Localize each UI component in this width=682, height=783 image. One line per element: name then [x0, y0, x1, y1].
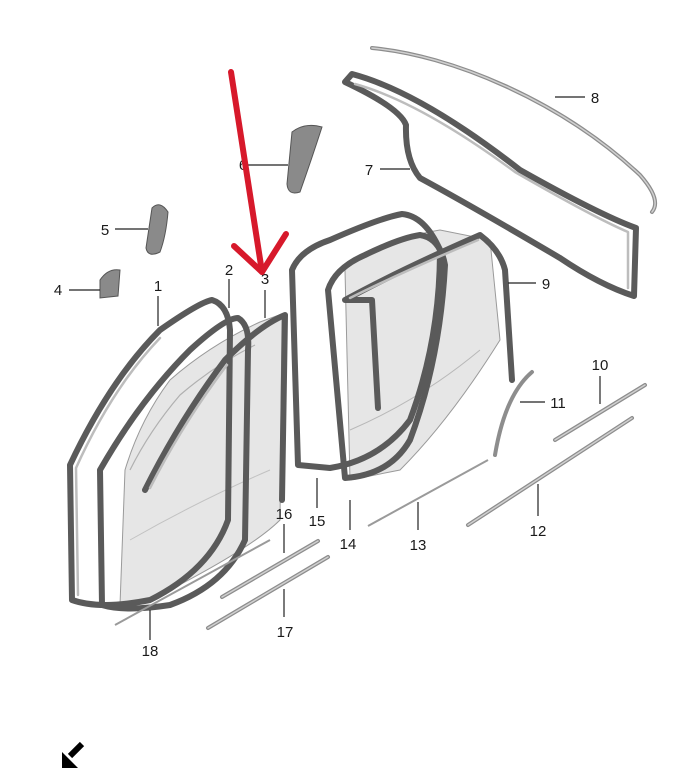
- part-13-thin-strip: [367, 459, 489, 527]
- arrow-down-left-icon: [62, 741, 85, 768]
- callout-17: 17: [277, 624, 294, 641]
- part-1-front-door-outer-seal: [67, 297, 233, 608]
- leader-lines: [69, 96, 601, 640]
- part-16-sill-strip: [220, 539, 320, 599]
- part-4-small-cover: [99, 269, 121, 299]
- callout-18: 18: [142, 643, 159, 660]
- callout-11: 11: [550, 395, 566, 412]
- callout-4: 4: [54, 282, 62, 299]
- part-14-rear-door-inner-seal: [325, 232, 448, 481]
- part-11-curved-strip: [493, 370, 534, 457]
- part-2-front-door-inner-seal: [97, 315, 252, 612]
- callout-5: 5: [101, 222, 109, 239]
- part-6-triangle-cover: [286, 124, 323, 194]
- callout-10: 10: [592, 357, 609, 374]
- callout-3: 3: [261, 271, 269, 288]
- callout-13: 13: [410, 537, 427, 554]
- callout-14: 14: [340, 536, 357, 553]
- callout-12: 12: [530, 523, 547, 540]
- part-7-window-frame-seal: [342, 71, 639, 299]
- highlight-arrow: [228, 69, 289, 275]
- callout-2: 2: [225, 262, 233, 279]
- part-5-triangle-cover: [145, 204, 169, 255]
- callout-1: 1: [154, 278, 162, 295]
- callout-9: 9: [542, 276, 550, 293]
- callout-labels: 1 2 3 4 5 6 7 8 9 10 11 12 13 14 15 16 1…: [54, 90, 609, 660]
- part-9-rear-window-channel: [342, 232, 515, 411]
- part-10-strip: [553, 383, 647, 442]
- rear-door-shell: [344, 229, 501, 481]
- part-8-roof-trim: [370, 46, 657, 214]
- callout-7: 7: [365, 162, 373, 179]
- part-12-long-strip: [466, 416, 634, 527]
- callout-8: 8: [591, 90, 599, 107]
- part-17-sill-strip: [206, 555, 330, 630]
- callout-15: 15: [309, 513, 326, 530]
- callout-16: 16: [276, 506, 293, 523]
- part-18-bottom-strip: [114, 539, 271, 626]
- part-3-window-channel: [142, 312, 288, 503]
